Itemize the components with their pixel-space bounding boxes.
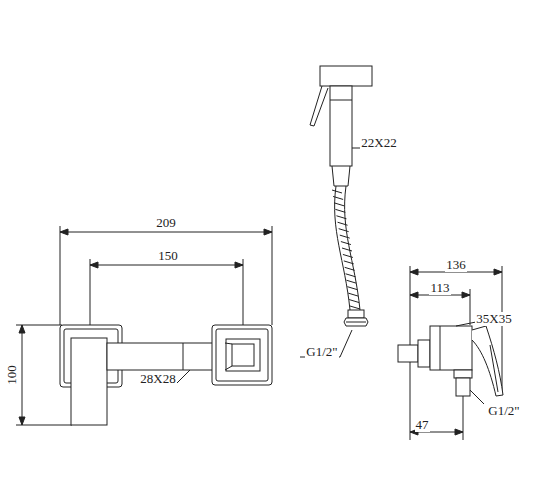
- drawing-line: [332, 190, 342, 193]
- dimension-label: 22X22: [360, 136, 397, 150]
- drawing-line: [332, 166, 350, 186]
- dimension-label: 35X35: [475, 312, 512, 326]
- label-slot: 113: [429, 278, 450, 296]
- drawing-shape: [226, 339, 260, 371]
- drawing-line: [345, 186, 360, 310]
- drawing-line: [456, 322, 476, 326]
- drawing-shape: [398, 345, 418, 362]
- dimension-label: 47: [415, 418, 430, 432]
- drawing-line: [60, 226, 61, 325]
- drawing-shape: [348, 310, 364, 318]
- drawing-line: [243, 259, 244, 325]
- drawing-line: [60, 232, 272, 233]
- label-slot: 22X22: [360, 133, 397, 151]
- drawing-shape: [216, 329, 268, 381]
- drawing-line: [350, 306, 360, 309]
- drawing-line: [343, 254, 353, 257]
- drawing-line: [440, 326, 441, 370]
- drawing-line: [16, 325, 62, 326]
- dimension-label: G1/2": [305, 345, 338, 359]
- dimension-label: 209: [155, 216, 177, 230]
- drawing-shape: [330, 86, 352, 166]
- drawing-line: [225, 366, 232, 370]
- dimension-label: 150: [157, 249, 179, 263]
- drawing-line: [344, 261, 354, 264]
- dimension-label: 28X28: [139, 372, 176, 386]
- hose-winding: [332, 190, 360, 309]
- drawing-line: [334, 203, 344, 206]
- hand-shower: [300, 66, 398, 357]
- drawing-line: [272, 226, 273, 325]
- drawing-line: [19, 325, 25, 425]
- drawing-line: [336, 216, 346, 219]
- drawing-shape: [454, 370, 472, 378]
- label-slot: G1/2": [487, 401, 520, 419]
- drawing-line: [333, 196, 343, 199]
- drawing-line: [346, 280, 356, 283]
- drawing-line: [335, 209, 345, 212]
- drawing-line: [90, 265, 243, 266]
- dimension-label: 136: [445, 258, 467, 272]
- label-slot: 136: [445, 255, 467, 273]
- label-slot: G1/2": [305, 342, 338, 360]
- left-view: [16, 226, 272, 425]
- drawing-line: [340, 330, 352, 357]
- drawing-line: [22, 325, 23, 425]
- label-slot: 47: [415, 415, 430, 433]
- drawing-line: [346, 274, 356, 277]
- dimension-label: 100: [5, 364, 19, 386]
- drawing-shape: [212, 325, 272, 385]
- dimension-label: G1/2": [487, 404, 520, 418]
- drawing-line: [502, 266, 503, 395]
- drawing-shape: [71, 338, 107, 425]
- dimension-label: 113: [429, 281, 450, 295]
- drawing-line: [345, 267, 355, 270]
- drawing-line: [341, 242, 351, 245]
- drawing-line: [338, 222, 348, 225]
- drawing-line: [183, 343, 184, 370]
- drawing-shape: [232, 344, 254, 366]
- drawing-shape: [107, 343, 225, 370]
- drawing-line: [225, 343, 232, 344]
- drawing-line: [340, 235, 350, 238]
- drawing-line: [344, 318, 368, 326]
- label-slot: 28X28: [139, 369, 176, 387]
- drawing-line: [472, 326, 503, 396]
- drawing-line: [349, 300, 359, 303]
- drawing-shape: [430, 326, 472, 370]
- drawing-line: [330, 100, 352, 101]
- drawing-shape: [456, 378, 470, 396]
- label-slot: 150: [157, 246, 179, 264]
- drawing-line: [90, 259, 91, 325]
- drawing-line: [348, 293, 358, 296]
- label-slot: 209: [155, 213, 177, 231]
- drawing-line: [176, 370, 190, 384]
- drawing-line: [339, 229, 349, 232]
- label-slot: 100: [2, 364, 20, 386]
- drawing-line: [470, 390, 484, 404]
- label-slot: 35X35: [475, 309, 512, 327]
- drawing-shape: [320, 66, 372, 86]
- drawing-line: [16, 425, 72, 426]
- drawing-line: [342, 248, 352, 251]
- drawing-line: [463, 396, 464, 440]
- drawing-shape: [418, 340, 430, 367]
- drawing-line: [310, 86, 328, 126]
- drawing-line: [490, 345, 498, 392]
- drawing-line: [347, 287, 357, 290]
- drawing-line: [346, 322, 366, 323]
